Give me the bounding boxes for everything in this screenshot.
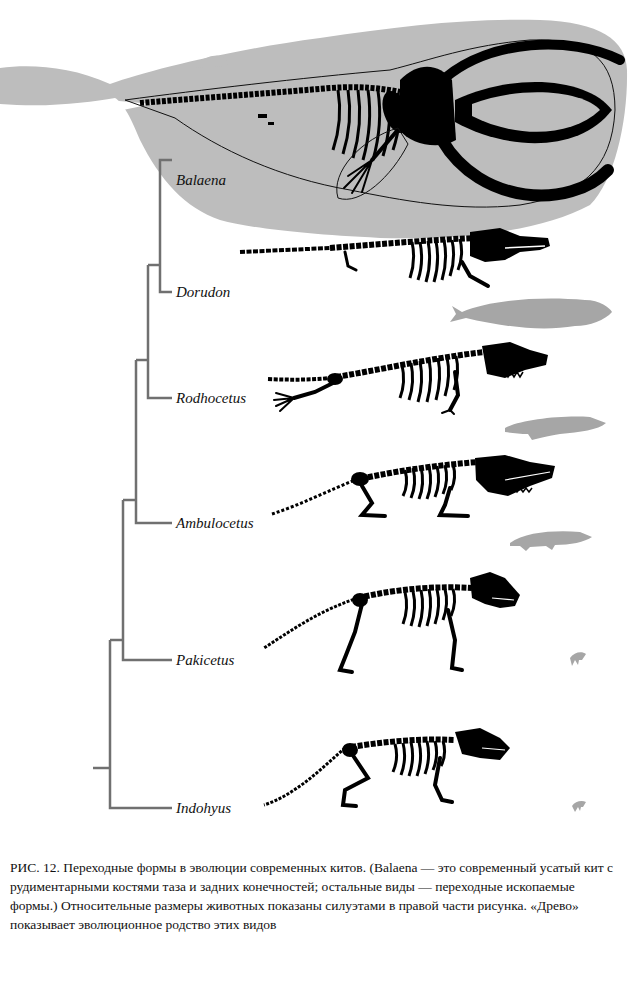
whale-skeleton: [125, 40, 615, 207]
whale-skeleton: [337, 128, 408, 199]
ambulocetus-skeleton: [505, 472, 550, 480]
indohyus-skeleton: [345, 739, 455, 748]
taxon-label: Balaena: [176, 171, 226, 189]
taxon-label: Rodhocetus: [176, 389, 246, 407]
phylogenetic-tree: [136, 359, 148, 362]
rodhocetus-skeleton: [268, 342, 548, 414]
rodhocetus-skeleton: [505, 372, 523, 377]
rodhocetus-skeleton: [482, 342, 548, 378]
rodhocetus-skeleton: [442, 410, 454, 414]
phylogenetic-tree: [148, 265, 172, 398]
whale-skeleton: [472, 92, 600, 132]
whale-skeleton: [455, 82, 612, 143]
rodhocetus-skeleton: [450, 372, 458, 410]
rodhocetus-silhouette: [505, 417, 606, 440]
ambulocetus-skeleton: [440, 488, 468, 516]
dorudon-skeleton: [505, 246, 545, 248]
whale-skeleton: [445, 45, 620, 78]
rodhocetus-skeleton: [274, 393, 294, 411]
pakicetus-skeleton: [264, 572, 520, 672]
whale-skeleton: [344, 160, 372, 193]
phylogenetic-tree: [123, 499, 136, 502]
rodhocetus-skeleton: [330, 352, 485, 378]
whale-silhouette: [0, 20, 627, 239]
phylogenetic-tree: [110, 640, 172, 808]
ambulocetus-skeleton: [272, 480, 355, 514]
whale-silhouette: [0, 20, 627, 239]
pakicetus-silhouette: [570, 652, 586, 666]
pakicetus-skeleton: [492, 598, 514, 600]
whale-skeleton: [372, 132, 396, 160]
dorudon-silhouette: [450, 299, 612, 329]
indohyus-skeleton: [342, 743, 358, 757]
dorudon-skeleton: [470, 228, 550, 262]
indohyus-skeleton: [343, 754, 368, 806]
indohyus-skeleton: [264, 748, 345, 805]
dorudon-silhouette: [450, 299, 612, 329]
whale-skeleton: [268, 122, 274, 125]
ambulocetus-skeleton: [351, 472, 369, 486]
pakicetus-skeleton: [264, 598, 358, 648]
ambulocetus-silhouette: [510, 531, 592, 551]
phylogenetic-tree: [136, 360, 172, 523]
ambulocetus-skeleton: [475, 455, 555, 496]
whale-silhouette: [190, 56, 228, 68]
taxon-label: Ambulocetus: [176, 514, 253, 532]
phylogenetic-tree: [123, 500, 172, 660]
whale-skeleton: [125, 40, 620, 207]
ambulocetus-skeleton: [508, 488, 532, 492]
dorudon-skeleton: [240, 228, 550, 286]
pakicetus-skeleton: [448, 610, 462, 670]
phylogenetic-tree: [93, 160, 172, 808]
rodhocetus-skeleton: [294, 382, 335, 398]
dorudon-skeleton: [410, 239, 462, 282]
phylogenetic-tree: [93, 767, 110, 770]
indohyus-skeleton: [455, 728, 510, 760]
whale-skeleton: [140, 87, 400, 103]
phylogenetic-tree: [160, 160, 172, 292]
indohyus-skeleton: [264, 728, 510, 806]
pakicetus-silhouette: [570, 652, 586, 666]
dorudon-skeleton: [240, 248, 330, 252]
pakicetus-skeleton: [470, 572, 520, 608]
ambulocetus-skeleton: [362, 486, 385, 516]
dorudon-skeleton: [462, 262, 488, 286]
rodhocetus-silhouette: [505, 417, 606, 440]
phylogenetic-tree: [110, 639, 123, 642]
indohyus-skeleton: [482, 748, 505, 750]
ambulocetus-skeleton: [355, 462, 478, 480]
rodhocetus-skeleton: [400, 356, 458, 402]
whale-skeleton: [258, 114, 267, 118]
taxon-label: Pakicetus: [176, 651, 234, 669]
indohyus-silhouette: [572, 801, 586, 812]
taxon-label: Indohyus: [176, 799, 231, 817]
whale-skeleton: [442, 140, 608, 195]
pakicetus-skeleton: [340, 604, 362, 672]
phylogenetic-tree: [148, 264, 160, 267]
indohyus-skeleton: [435, 758, 452, 802]
figure-caption: РИС. 12. Переходные формы в эволюции сов…: [10, 858, 619, 934]
ambulocetus-silhouette: [510, 531, 592, 551]
pakicetus-skeleton: [403, 589, 455, 627]
taxon-label: Dorudon: [176, 283, 230, 301]
rodhocetus-skeleton: [268, 378, 330, 380]
indohyus-silhouette: [572, 801, 586, 812]
dorudon-skeleton: [345, 252, 356, 270]
ambulocetus-skeleton: [272, 455, 555, 516]
